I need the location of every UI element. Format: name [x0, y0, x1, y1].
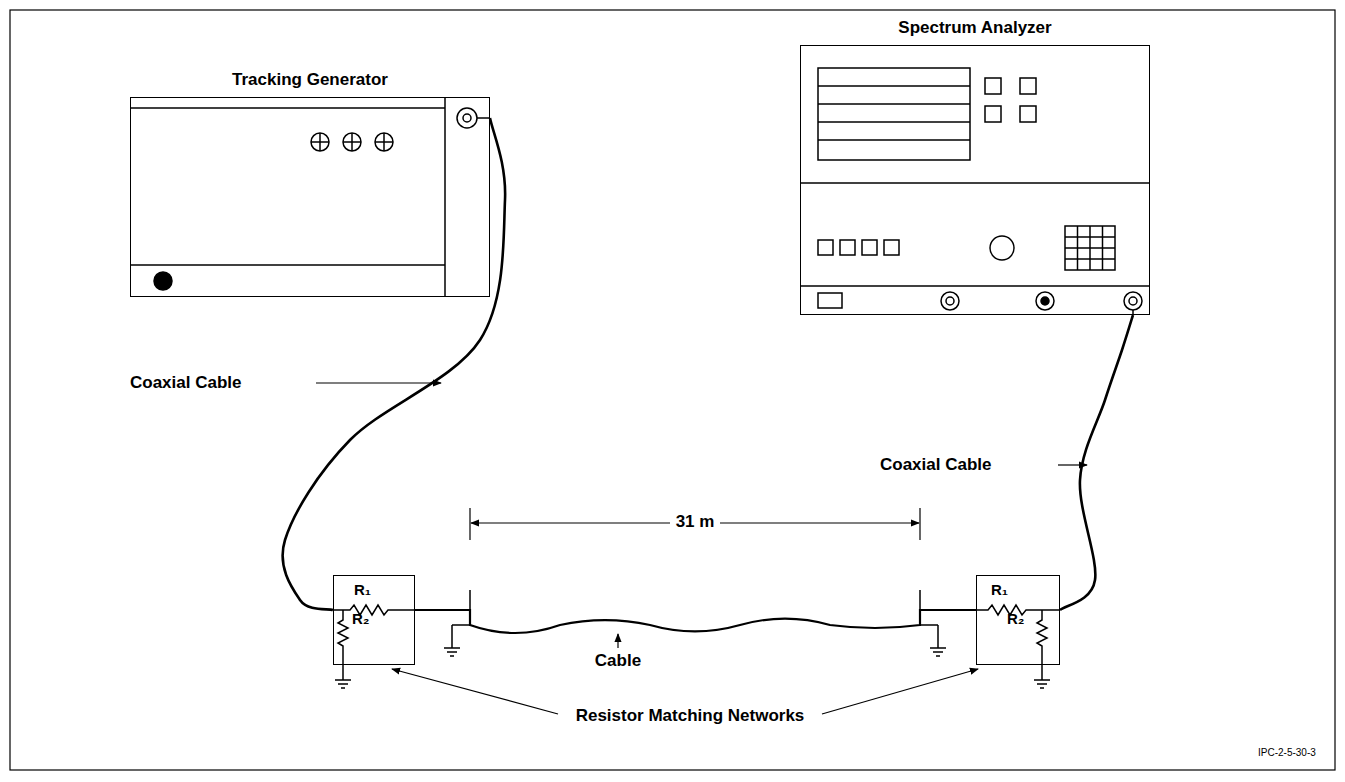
wire	[452, 118, 1133, 625]
cable-label: Cable	[595, 651, 641, 671]
instrument-box: Spectrum Analyzer	[800, 45, 1150, 315]
matching-network-box: R₁ R₂	[333, 575, 415, 665]
callout-label: Resistor Matching Networks	[576, 706, 805, 726]
resistor-label: R₁	[991, 581, 1008, 598]
resistor-label: R₂	[352, 610, 370, 627]
resistor-label: R₂	[1007, 610, 1025, 627]
dimension-line	[470, 508, 920, 540]
coaxial-cable	[283, 118, 506, 610]
frame	[10, 10, 1335, 770]
instrument-title: Tracking Generator	[232, 70, 388, 90]
cable	[415, 610, 976, 633]
instrument-title: Spectrum Analyzer	[898, 18, 1051, 38]
resistor-label: R₁	[354, 581, 371, 598]
dimension-label: 31 m	[670, 512, 721, 532]
leader-line	[316, 383, 1087, 714]
cable-label: Coaxial Cable	[880, 455, 992, 475]
coaxial-cable	[1060, 315, 1133, 610]
tracking-generator-panel	[130, 97, 477, 297]
spectrum-analyzer-panel	[800, 68, 1150, 310]
instrument-box: Tracking Generator	[130, 97, 490, 297]
cable-label: Coaxial Cable	[130, 373, 242, 393]
resistor-symbol	[333, 605, 1060, 680]
matching-network-box: R₁ R₂	[976, 575, 1060, 665]
figure-number: IPC-2-5-30-3	[1258, 747, 1316, 758]
